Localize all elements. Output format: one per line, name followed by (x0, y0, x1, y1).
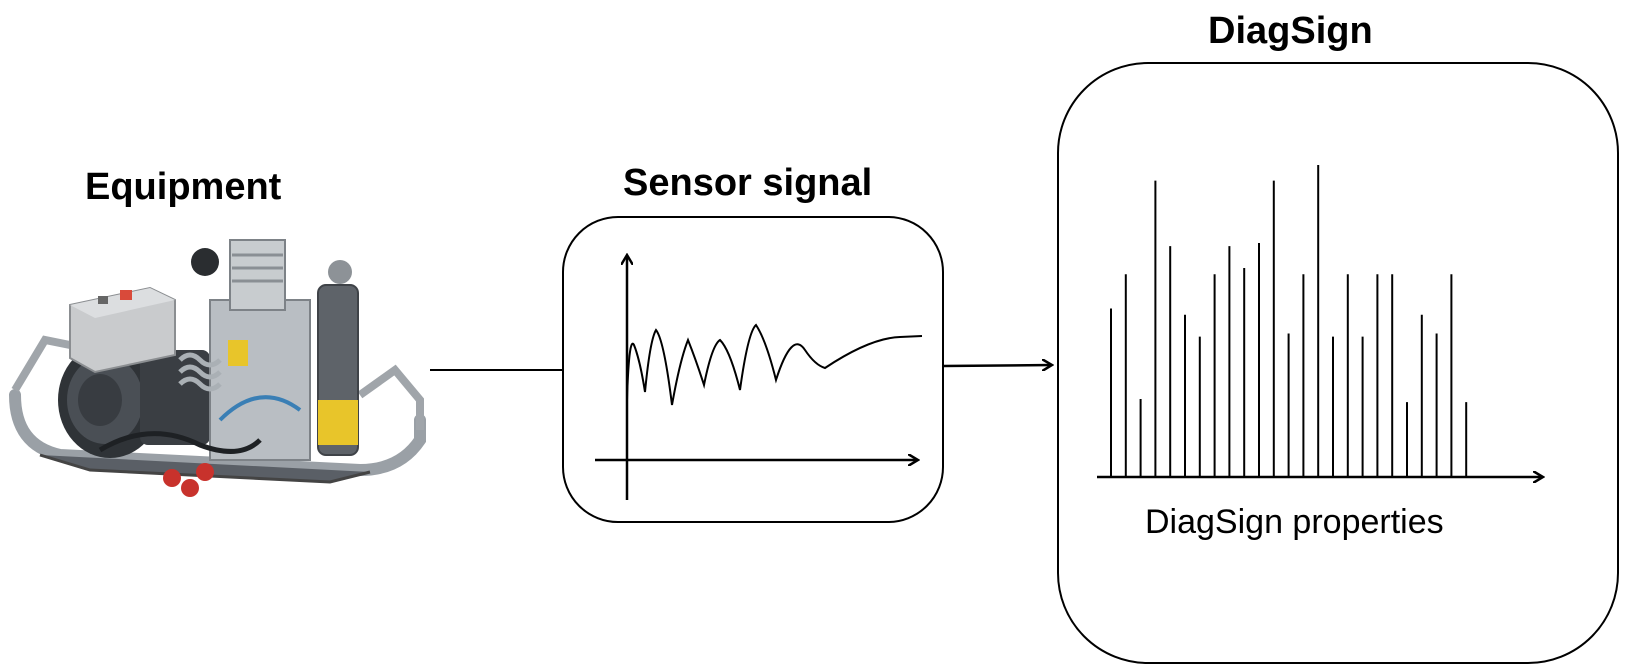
diagsign-bars (1110, 165, 1468, 477)
diagsign-properties-caption: DiagSign properties (1145, 503, 1444, 541)
arrow-to-diagsign (942, 365, 1052, 366)
sensor-signal-label: Sensor signal (623, 162, 873, 204)
sensor-signal-box (562, 216, 944, 523)
compressor-machine-icon (9, 239, 426, 497)
sensor-waveform (626, 323, 923, 406)
diagsign-box (1057, 62, 1619, 664)
equipment-label: Equipment (85, 166, 282, 208)
diagsign-label: DiagSign (1208, 10, 1373, 52)
